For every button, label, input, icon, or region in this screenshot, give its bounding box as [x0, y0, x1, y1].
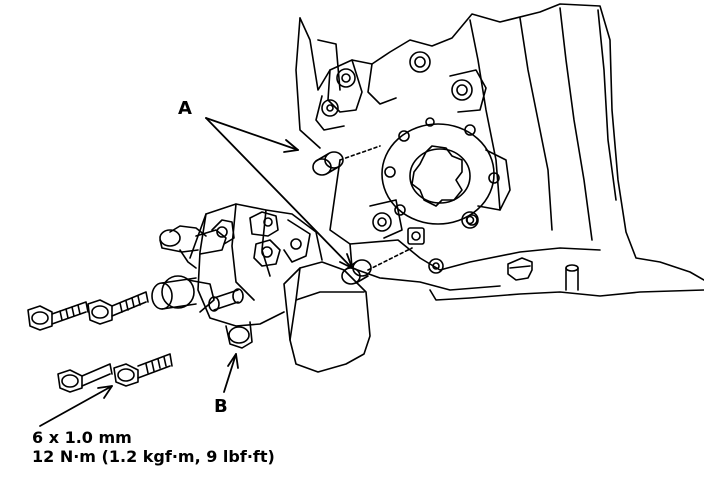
bolt-3	[57, 363, 113, 393]
bolt-size-text: 6 x 1.0 mm	[32, 428, 132, 447]
bolt-4	[113, 353, 173, 387]
leader-b	[223, 353, 239, 393]
bolt-2	[87, 291, 149, 325]
torque-value-text: 12 N·m (1.2 kgf·m, 9 lbf·ft)	[32, 447, 275, 466]
callout-label-b: B	[214, 396, 228, 417]
alignment-line	[339, 145, 381, 161]
drain-bolt	[507, 257, 533, 281]
leader-a	[205, 117, 353, 269]
bolt-1	[27, 301, 89, 331]
leader-spec	[39, 385, 113, 427]
callout-label-a: A	[178, 98, 192, 119]
mounting-flange	[381, 117, 500, 226]
pump-housing	[151, 203, 371, 373]
locating-pin	[565, 264, 579, 291]
dowel-pin-upper	[312, 151, 344, 176]
engine-housing	[295, 3, 704, 301]
torque-spec: 6 x 1.0 mm 12 N·m (1.2 kgf·m, 9 lbf·ft)	[32, 428, 275, 466]
